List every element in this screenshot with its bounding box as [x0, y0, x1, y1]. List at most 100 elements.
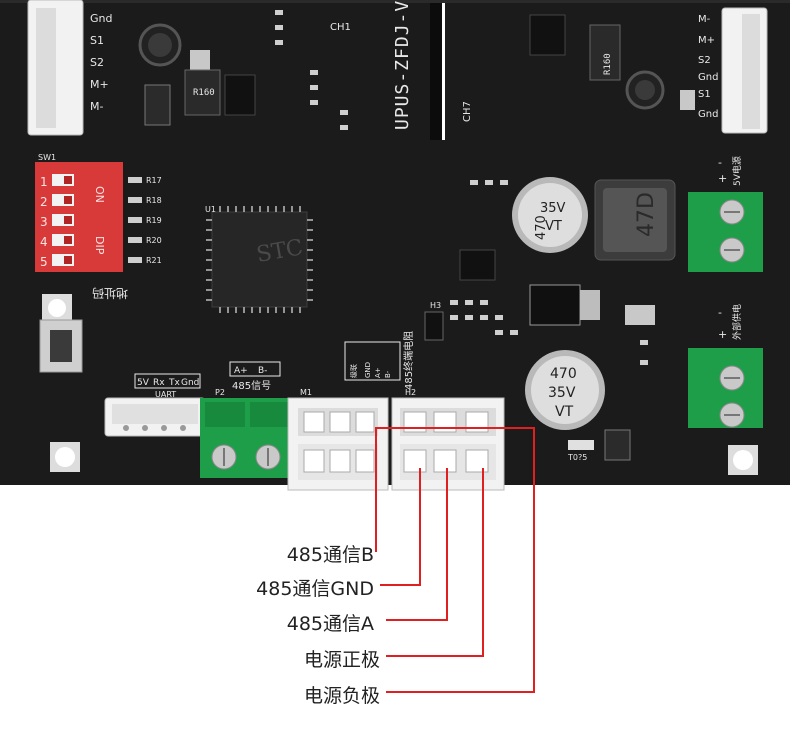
resistor-array-ch1	[275, 10, 348, 130]
mcu-chip: STC	[206, 206, 313, 313]
h2-label: H2	[405, 388, 416, 397]
cap-bottom-value: 470	[550, 366, 577, 382]
cap-top-voltage: 35V	[540, 201, 566, 216]
signal-terminal	[200, 398, 295, 478]
power-5v-terminal	[688, 192, 763, 272]
right-connector-labels: M- M+ S2 Gnd S1 Gnd	[698, 14, 718, 120]
leader-power-positive	[386, 468, 484, 657]
power-5v-label: 5V电源	[731, 156, 743, 186]
cap-bottom-series: VT	[555, 404, 574, 420]
mounting-hole-bottom-right	[728, 445, 758, 475]
right-label-2: S2	[698, 55, 711, 66]
dip-dip-label: DIP	[93, 236, 106, 255]
resistor-mark-left: R160	[193, 88, 215, 98]
dip-res-3: R20	[146, 236, 162, 245]
h2-header-connector	[391, 397, 505, 491]
leader-485-gnd	[380, 468, 421, 586]
cap-bottom-voltage: 35V	[548, 385, 576, 401]
dip-id: SW1	[38, 153, 56, 162]
signal-id: P2	[215, 388, 225, 397]
resistor-r160-right: R160	[589, 24, 621, 81]
resistor-r160-left: R160	[184, 69, 221, 116]
dip-numbers: 1 2 3 4 5	[40, 175, 48, 269]
ch7-label: CH7	[462, 101, 473, 122]
mounting-hole-top-left	[42, 294, 72, 322]
uart-connector	[104, 397, 206, 437]
h1-legend-tag: 级联	[349, 364, 358, 378]
reset-push-button	[39, 319, 83, 373]
dip-switch	[35, 162, 123, 272]
signal-pin-1: B-	[258, 366, 267, 376]
left-label-0: Gnd	[90, 12, 112, 25]
left-label-3: M+	[90, 78, 109, 91]
signal-label: 485信号	[232, 380, 271, 392]
h1-legend-1: A+	[374, 367, 382, 378]
signal-pin-0: A+	[234, 366, 248, 376]
capacitor-top: 470 35V VT	[512, 177, 588, 253]
power-ext-plus: +	[718, 328, 727, 341]
callout-power-positive: 电源正极	[303, 649, 380, 671]
cap-top-series: VT	[545, 219, 562, 234]
callout-485-a: 485通信A	[286, 613, 374, 635]
callout-power-negative: 电源负极	[303, 685, 380, 707]
right-label-5: Gnd	[698, 109, 718, 120]
board-title: UPUS-ZFDJ-V3.	[392, 0, 413, 130]
power-ext-terminal	[688, 348, 763, 428]
inductor: 47D	[594, 179, 676, 261]
right-motor-connector	[721, 7, 768, 134]
right-label-0: M-	[698, 14, 711, 25]
callout-485-b: 485通信B	[286, 544, 374, 566]
right-label-1: M+	[698, 35, 715, 46]
h1-label: M1	[300, 388, 312, 397]
h3-label: H3	[430, 301, 441, 310]
resistor-mark-right: R160	[603, 53, 613, 75]
dip-resistor-column: R17 R18 R19 R20 R21	[128, 176, 162, 265]
power-5v-minus: -	[718, 156, 722, 169]
leader-power-negative	[386, 427, 535, 693]
uart-pin-1: Rx	[153, 378, 165, 388]
dip-res-0: R17	[146, 176, 162, 185]
uart-label: UART	[155, 390, 176, 399]
h1-legend: 级联 GND A+ B-	[344, 341, 401, 381]
leader-485-b	[375, 427, 509, 552]
uart-pin-labels: 5V Rx Tx Gnd	[137, 378, 199, 388]
uart-pin-2: Tx	[168, 378, 180, 388]
pcb-board-illustration: Gnd S1 S2 M+ M- R160 CH1 UPUS-ZFDJ-V3. C…	[0, 0, 790, 491]
h1-legend-0: GND	[364, 362, 372, 378]
right-label-3: Gnd	[698, 72, 718, 83]
dip-number-3: 4	[40, 235, 48, 249]
chip-mu7	[529, 14, 566, 56]
left-label-4: M-	[90, 100, 103, 113]
regulator-chip	[529, 284, 581, 326]
dip-res-2: R19	[146, 216, 162, 225]
capacitor-bottom: 470 35V VT	[525, 350, 605, 430]
leader-485-a	[386, 468, 448, 621]
left-motor-connector	[27, 0, 84, 136]
left-label-1: S1	[90, 34, 104, 47]
cap-top-value: 470	[534, 215, 549, 240]
driver-chip	[459, 249, 496, 281]
mounting-hole-bottom-left	[50, 442, 80, 472]
dip-address-label: 地址码	[92, 286, 128, 300]
terminator-label: 485终端电阻	[402, 331, 415, 390]
dip-res-1: R18	[146, 196, 162, 205]
dip-number-4: 5	[40, 255, 48, 269]
h1-legend-2: B-	[384, 370, 392, 378]
left-connector-labels: Gnd S1 S2 M+ M-	[90, 12, 112, 113]
power-5v-plus: +	[718, 172, 727, 185]
callout-485-gnd: 485通信GND	[256, 578, 374, 600]
right-label-4: S1	[698, 89, 711, 100]
power-ext-minus: -	[718, 306, 722, 319]
dip-number-0: 1	[40, 175, 48, 189]
mcu-id: U1	[205, 205, 216, 214]
left-label-2: S2	[90, 56, 104, 69]
dip-on-label: ON	[93, 186, 106, 203]
smd-components	[450, 180, 648, 365]
h1-header-connector	[287, 397, 389, 491]
dip-number-2: 3	[40, 215, 48, 229]
fuse-label: T0?5	[567, 453, 587, 462]
inductor-marking: 47D	[634, 192, 659, 237]
uart-pin-0: 5V	[137, 378, 150, 388]
dip-number-1: 2	[40, 195, 48, 209]
